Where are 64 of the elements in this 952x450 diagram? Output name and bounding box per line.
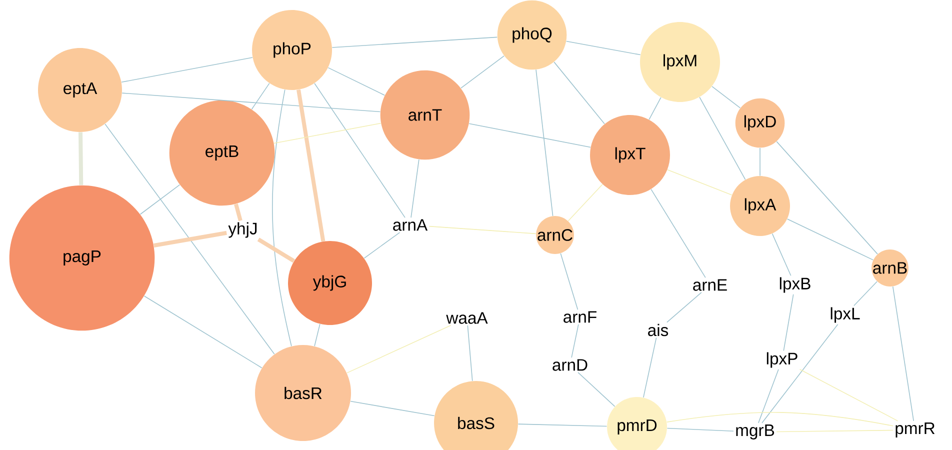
network-edge [104, 124, 275, 355]
network-edge [776, 430, 894, 432]
network-edge [140, 184, 180, 215]
gene-label: arnF [564, 311, 596, 323]
network-edge [772, 233, 792, 276]
network-edge [350, 400, 435, 416]
gene-label: yhjJ [228, 222, 257, 238]
network-edge [712, 86, 741, 108]
network-edge [410, 159, 420, 218]
network-edge [428, 226, 536, 234]
network-edge [554, 62, 605, 124]
network-edge [328, 67, 386, 96]
network-edge [578, 372, 616, 407]
network-edge [144, 296, 262, 368]
network-edge [776, 141, 878, 254]
network-edge [854, 281, 878, 306]
network-edge [666, 412, 894, 426]
network-edge [467, 325, 473, 382]
network-edge [154, 230, 227, 248]
network-edge [560, 252, 578, 310]
network-edge [346, 325, 452, 374]
network-edge [78, 132, 84, 186]
network-edge [518, 424, 608, 427]
network-edge [568, 184, 603, 222]
network-edge [122, 92, 381, 112]
network-edge [699, 96, 746, 180]
network-edge [571, 324, 579, 358]
gene-label: arnE [693, 279, 727, 291]
gene-label: arnA [393, 219, 428, 231]
network-edge [536, 69, 554, 216]
gene-label: lpxP [766, 352, 798, 368]
network-edge [121, 57, 253, 83]
gene-label: lpxL [830, 307, 860, 323]
gene-label: waaA [446, 312, 488, 324]
network-edge [566, 40, 641, 56]
network-edge [666, 428, 734, 432]
network-edge [460, 56, 504, 88]
gene-label: ais [648, 324, 668, 336]
network-edge [296, 89, 326, 242]
network-edge [758, 368, 779, 424]
network-edge [314, 83, 406, 218]
network-edge [364, 232, 400, 259]
gene-label: mgrB [736, 424, 774, 440]
network-edge [799, 368, 898, 422]
network-edge [786, 218, 874, 260]
network-edge [257, 238, 295, 263]
gene-label: lpxB [780, 277, 810, 293]
network-edge [648, 97, 662, 120]
gene-label: pmrR [896, 422, 935, 438]
network-edge [892, 286, 914, 422]
network-edge [783, 294, 794, 352]
network-edge [667, 169, 732, 196]
network-edge [666, 292, 702, 323]
network-edge [650, 188, 706, 278]
network-edge [762, 324, 838, 424]
network-edge [468, 123, 591, 148]
network-edge [314, 324, 320, 347]
network-edge [643, 337, 657, 398]
network-edge [234, 204, 242, 222]
network-edge [251, 82, 270, 110]
gene-label: arnD [552, 359, 588, 371]
network-edge [274, 122, 382, 144]
network-edge [272, 89, 292, 347]
network-edge [332, 36, 498, 48]
